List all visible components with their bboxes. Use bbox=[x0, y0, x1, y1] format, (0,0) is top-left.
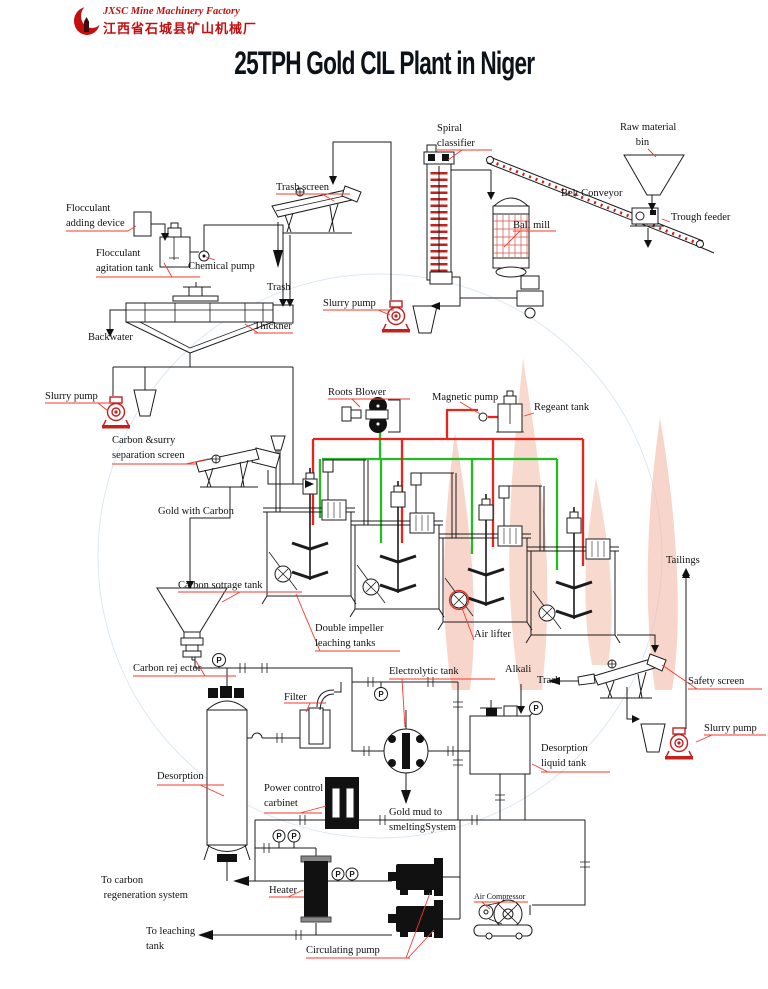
label-magnetic-pump: Magnetic pump bbox=[432, 392, 499, 403]
label-gold-mud: Gold mud to smeltingSystem bbox=[389, 807, 457, 834]
label-slurry-pump-thickener: Slurry pump bbox=[45, 391, 98, 402]
carbon-slurry-separation-screen bbox=[195, 447, 281, 488]
label-leaching-tanks: Double impeller leaching tanks bbox=[315, 623, 384, 650]
label-carbon-storage-tank: Carbon sotrage tank bbox=[178, 580, 263, 591]
label-thickener: Thickner bbox=[254, 321, 292, 332]
label-tailings: Tailings bbox=[666, 555, 700, 566]
label-spiral-classifier: Spiral classifier bbox=[437, 123, 475, 150]
carbon-storage-tank bbox=[156, 587, 228, 639]
safety-screen bbox=[577, 653, 667, 699]
desorption-liquid-tank bbox=[469, 700, 531, 775]
label-trough-feeder: Trough feeder bbox=[671, 212, 731, 223]
label-desorption-liquid-tank: Desorption liquid tank bbox=[541, 743, 588, 770]
air-compressor bbox=[473, 899, 533, 940]
circulating-pumps bbox=[388, 858, 443, 938]
chemical-pump bbox=[198, 250, 210, 262]
label-chemical-pump: Chemical pump bbox=[188, 261, 255, 272]
label-leaders bbox=[45, 148, 766, 959]
label-regeant-tank: Regeant tank bbox=[534, 402, 590, 413]
ball-mill bbox=[492, 197, 544, 319]
logo-name-cn: 江西省石城县矿山机械厂 bbox=[103, 21, 258, 36]
label-flocculant-agitation-tank: Flocculant agitation tank bbox=[96, 248, 154, 275]
label-raw-material-bin: Raw material bin bbox=[620, 122, 677, 149]
power-control-cabinet bbox=[325, 777, 359, 829]
label-electrolytic-tank: Electrolytic tank bbox=[389, 666, 459, 677]
flocculant-adding-device bbox=[133, 211, 152, 237]
electrolytic-tank bbox=[383, 728, 429, 774]
logo-name-en: JXSC Mine Machinery Factory bbox=[103, 6, 240, 17]
label-trash-bottom: Trash bbox=[537, 675, 561, 686]
label-backwater: Backwater bbox=[88, 332, 133, 343]
flocculant-agitation-tank bbox=[159, 222, 191, 268]
svg-text:P: P bbox=[216, 656, 222, 665]
leaching-tanks bbox=[260, 435, 622, 645]
label-circulating-pump: Circulating pump bbox=[306, 945, 380, 956]
belt-conveyor bbox=[486, 156, 715, 254]
thickener bbox=[125, 282, 294, 354]
svg-text:P: P bbox=[533, 704, 539, 713]
spiral-classifier bbox=[423, 144, 455, 285]
label-trash-screen: Trash screen bbox=[276, 182, 329, 193]
roots-blower bbox=[341, 397, 401, 433]
label-belt-conveyor: Belt Conveyor bbox=[561, 188, 623, 199]
heater bbox=[300, 855, 332, 923]
svg-text:P: P bbox=[335, 870, 341, 879]
slurry-pump-thickener bbox=[101, 389, 157, 430]
slurry-pump-tailings bbox=[640, 723, 694, 761]
label-gold-with-carbon: Gold with Carbon bbox=[158, 506, 234, 517]
raw-material-bin bbox=[623, 154, 685, 196]
label-air-lifter: Air lifter bbox=[474, 629, 512, 640]
label-slurry-pump-mill: Slurry pump bbox=[323, 298, 376, 309]
svg-text:P: P bbox=[349, 870, 355, 879]
label-power-control-cabinet: Power control carbinet bbox=[264, 783, 324, 810]
label-slurry-pump-tailings: Slurry pump bbox=[704, 723, 757, 734]
label-safety-screen: Safety screen bbox=[688, 676, 745, 687]
label-carbon-rejector: Carbon rej ector bbox=[133, 663, 202, 674]
watermark bbox=[97, 273, 678, 839]
flow-arrows bbox=[106, 176, 690, 940]
label-to-leaching-tank: To leaching tank bbox=[146, 926, 196, 953]
label-to-carbon-regeneration: To carbon regeneration system bbox=[101, 875, 188, 902]
filter bbox=[299, 689, 335, 749]
carbon-rejector bbox=[180, 637, 204, 661]
label-desorption-column: Desorption bbox=[157, 771, 204, 782]
trough-feeder bbox=[630, 207, 664, 227]
desorption-column bbox=[203, 686, 251, 862]
svg-text:P: P bbox=[378, 690, 384, 699]
regeant-tank bbox=[496, 390, 524, 433]
label-air-compressor: Air Compressor bbox=[474, 892, 526, 901]
trash-screen bbox=[271, 185, 362, 234]
svg-text:P: P bbox=[291, 832, 297, 841]
slurry-pump-mill bbox=[381, 300, 438, 334]
label-heater: Heater bbox=[269, 885, 297, 896]
logo-tower-icon bbox=[84, 17, 89, 32]
page-title: 25TPH Gold CIL Plant in Niger bbox=[234, 46, 535, 82]
svg-text:P: P bbox=[276, 832, 282, 841]
air-pipes bbox=[318, 432, 559, 570]
label-flocculant-adding-device: Flocculant adding device bbox=[66, 203, 125, 230]
magnetic-pump bbox=[478, 412, 488, 422]
label-filter: Filter bbox=[284, 692, 307, 703]
logo: JXSC Mine Machinery Factory 江西省石城县矿山机械厂 bbox=[74, 4, 374, 45]
label-trash-top: Trash bbox=[267, 282, 291, 293]
label-carbon-slurry-screen: Carbon &surry separation screen bbox=[112, 435, 185, 462]
pressure-gauges: P P P P P P P bbox=[212, 653, 543, 881]
label-ball-mill: Ball mill bbox=[513, 220, 551, 231]
label-alkali: Alkali bbox=[505, 664, 532, 675]
label-roots-blower: Roots Blower bbox=[328, 387, 387, 398]
